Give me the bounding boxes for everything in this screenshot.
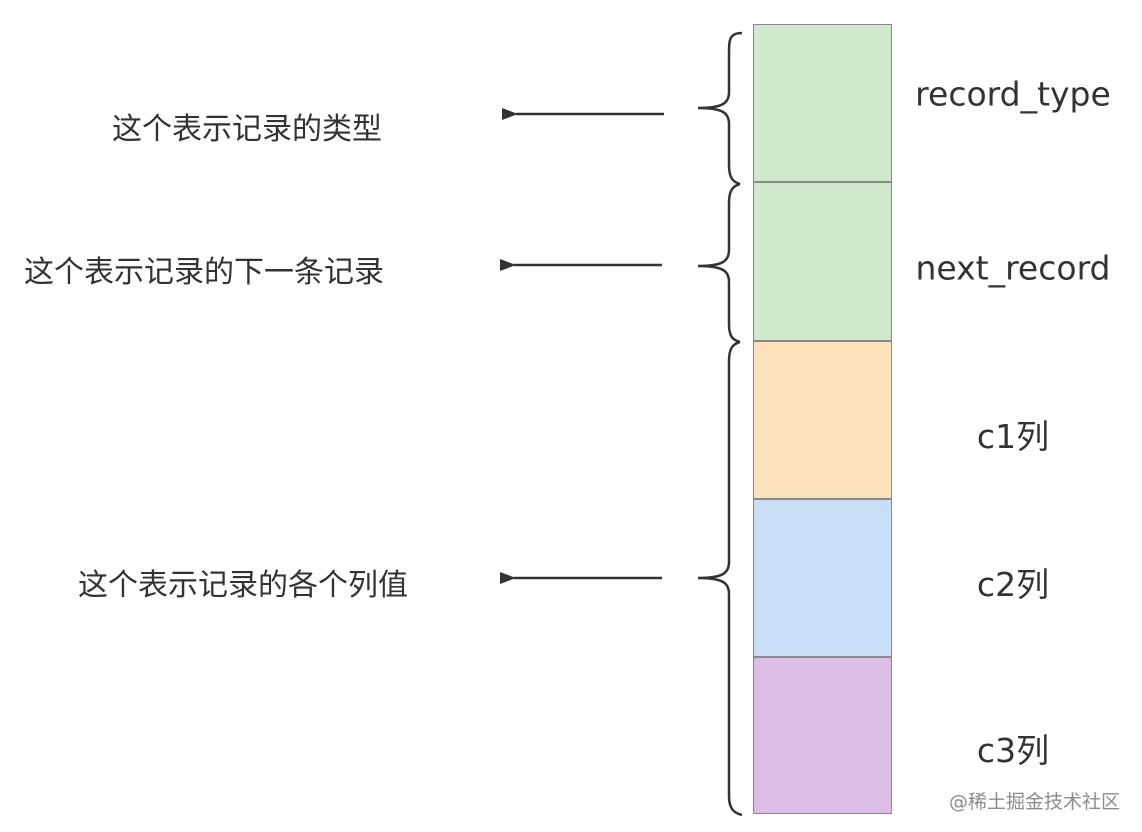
watermark: @稀土掘金技术社区: [948, 791, 1120, 813]
c3-cell: [753, 657, 892, 814]
brace-column-values: [697, 340, 743, 817]
brace-next-record: [697, 182, 741, 344]
c2-label: c2列: [976, 565, 1050, 604]
desc-next-record: 这个表示记录的下一条记录: [24, 255, 384, 290]
record-type-cell: [753, 24, 892, 182]
c3-label: c3列: [976, 731, 1050, 770]
desc-record-type: 这个表示记录的类型: [112, 112, 382, 147]
c1-cell: [753, 341, 892, 499]
brace-record-type: [697, 31, 743, 186]
record-type-label: record_type: [915, 74, 1111, 114]
c2-cell: [753, 499, 892, 657]
next-record-cell: [753, 182, 892, 341]
c1-label: c1列: [976, 417, 1050, 456]
next-record-label: next_record: [915, 248, 1111, 288]
desc-column-values: 这个表示记录的各个列值: [78, 568, 408, 603]
